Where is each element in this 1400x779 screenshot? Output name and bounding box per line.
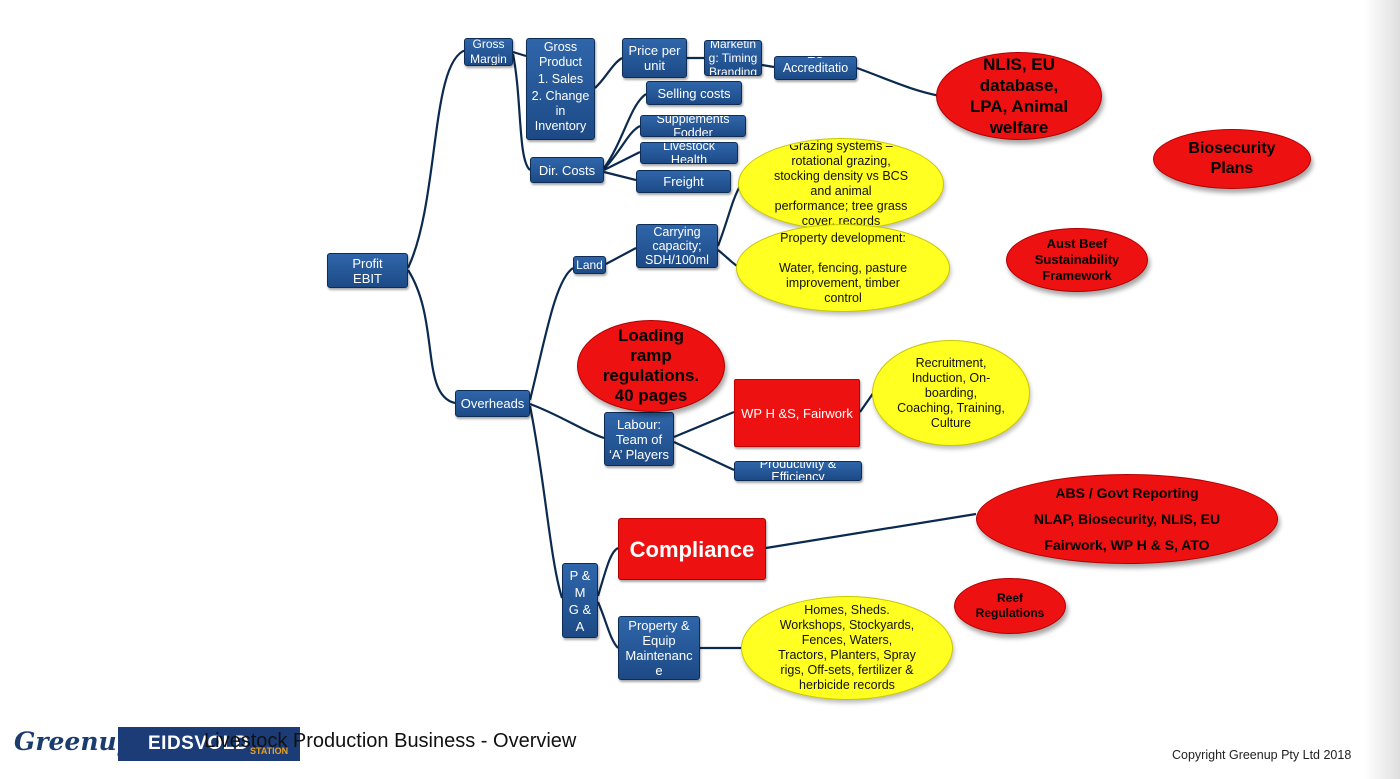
connector-compliance-abs (765, 512, 977, 550)
connector-grossmargin-dircosts (511, 53, 531, 171)
connector-overheads-labour (529, 402, 605, 440)
land-node: Land (573, 256, 606, 274)
connector-dircosts-selling (603, 93, 647, 169)
connector-dircosts-freight (603, 170, 637, 182)
gross-product-title: Gross Product (538, 40, 583, 69)
connector-pmga-compliance (596, 547, 619, 597)
compliance-node: Compliance (618, 518, 766, 580)
slide-edge-shadow (1364, 0, 1400, 779)
gross-product-sales: 1. Sales (537, 72, 584, 86)
connector-wphs-recruit (859, 391, 875, 413)
supplements-fodder-node: Supplements Fodder (640, 115, 746, 137)
connector-profit-grossmargin (407, 48, 467, 269)
property-equip-node: Property & Equip Maintenanc e (618, 616, 700, 680)
overheads-node: Overheads (455, 390, 530, 417)
connector-dircosts-supplements (603, 125, 641, 170)
connector-grossmargin-grossproduct (512, 50, 527, 58)
greenup-logo: Greenup (14, 727, 135, 756)
connector-overheads-land (528, 267, 574, 401)
reef-regulations-ellipse: Reef Regulations (954, 578, 1066, 634)
connector-labour-wphs (673, 410, 735, 439)
station-logo-text: STATION (250, 746, 289, 756)
aust-beef-ellipse: Aust Beef Sustainability Framework (1006, 228, 1148, 292)
abs-reporting-ellipse: ABS / Govt Reporting NLAP, Biosecurity, … (976, 474, 1278, 564)
nlis-ellipse: NLIS, EU database, LPA, Animal welfare (936, 52, 1102, 140)
recruitment-ellipse: Recruitment, Induction, On- boarding, Co… (872, 340, 1030, 446)
dir-costs-node: Dir. Costs (530, 157, 604, 183)
price-per-unit-node: Price per unit (622, 38, 687, 78)
connector-grossproduct-price (594, 57, 623, 89)
eidsvold-logo: EIDSVOLD (118, 727, 300, 761)
slide-title: Livestock Production Business - Overview (204, 730, 577, 752)
marketing-node: Marketin g: Timing Branding (704, 40, 762, 76)
gross-product-node: Gross Product 1. Sales 2. Change in Inve… (526, 38, 595, 140)
livestock-health-node: Livestock Health (640, 142, 738, 164)
accreditation-node: EU Accreditatio n (774, 56, 857, 80)
connector-land-carrying (605, 247, 637, 265)
gross-product-change: 2. Change in Inventory (531, 89, 590, 133)
connector-profit-overheads (407, 269, 456, 405)
connector-overheads-pmga (528, 405, 564, 599)
connector-labour-productivity (673, 441, 735, 471)
selling-costs-node: Selling costs (646, 81, 742, 105)
property-development-ellipse: Property development: Water, fencing, pa… (736, 224, 950, 312)
labour-node: Labour: Team of ‘A’ Players (604, 412, 674, 466)
homes-sheds-ellipse: Homes, Sheds. Workshops, Stockyards, Fen… (741, 596, 953, 700)
copyright-text: Copyright Greenup Pty Ltd 2018 (1172, 748, 1352, 762)
grazing-systems-ellipse: Grazing systems – rotational grazing, st… (738, 138, 944, 230)
wphs-fairwork-node: WP H &S, Fairwork (734, 379, 860, 447)
gross-margin-node: Gross Margin (464, 38, 513, 66)
pmga-node: P & M G & A (562, 563, 598, 638)
connector-pmga-property (596, 601, 619, 649)
productivity-efficiency-node: Productivity & Efficiency (734, 461, 862, 481)
biosecurity-plans-ellipse: Biosecurity Plans (1153, 129, 1311, 189)
connector-dircosts-livestock (603, 151, 641, 171)
connector-accred-nlis (856, 66, 941, 98)
connector-marketing-accred (761, 63, 775, 69)
loading-ramp-ellipse: Loading ramp regulations. 40 pages (577, 320, 725, 412)
connector-carrying-grazing (716, 185, 741, 247)
carrying-capacity-node: Carrying capacity; SDH/100ml (636, 224, 718, 268)
profit-ebit-node: Profit EBIT (327, 253, 408, 288)
freight-node: Freight (636, 170, 731, 193)
